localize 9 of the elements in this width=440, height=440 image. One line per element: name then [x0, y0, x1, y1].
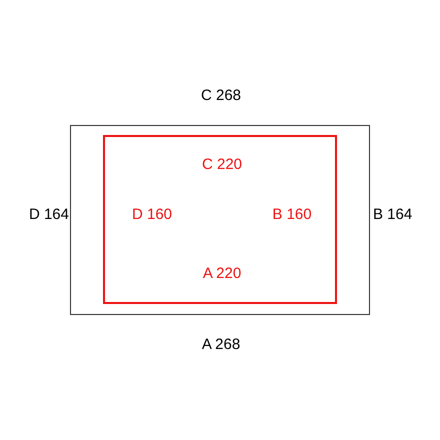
dimension-label: B 164 [373, 206, 412, 224]
dimension-label: C 268 [200, 87, 242, 105]
dimension-label: B 160 [272, 206, 312, 224]
dimension-label: A 220 [202, 265, 242, 283]
dimension-label: D 160 [132, 206, 172, 224]
dimension-label: A 268 [202, 336, 240, 354]
dimension-label: C 220 [202, 156, 242, 174]
rectangle [103, 135, 337, 304]
dimension-label: D 164 [28, 206, 69, 224]
